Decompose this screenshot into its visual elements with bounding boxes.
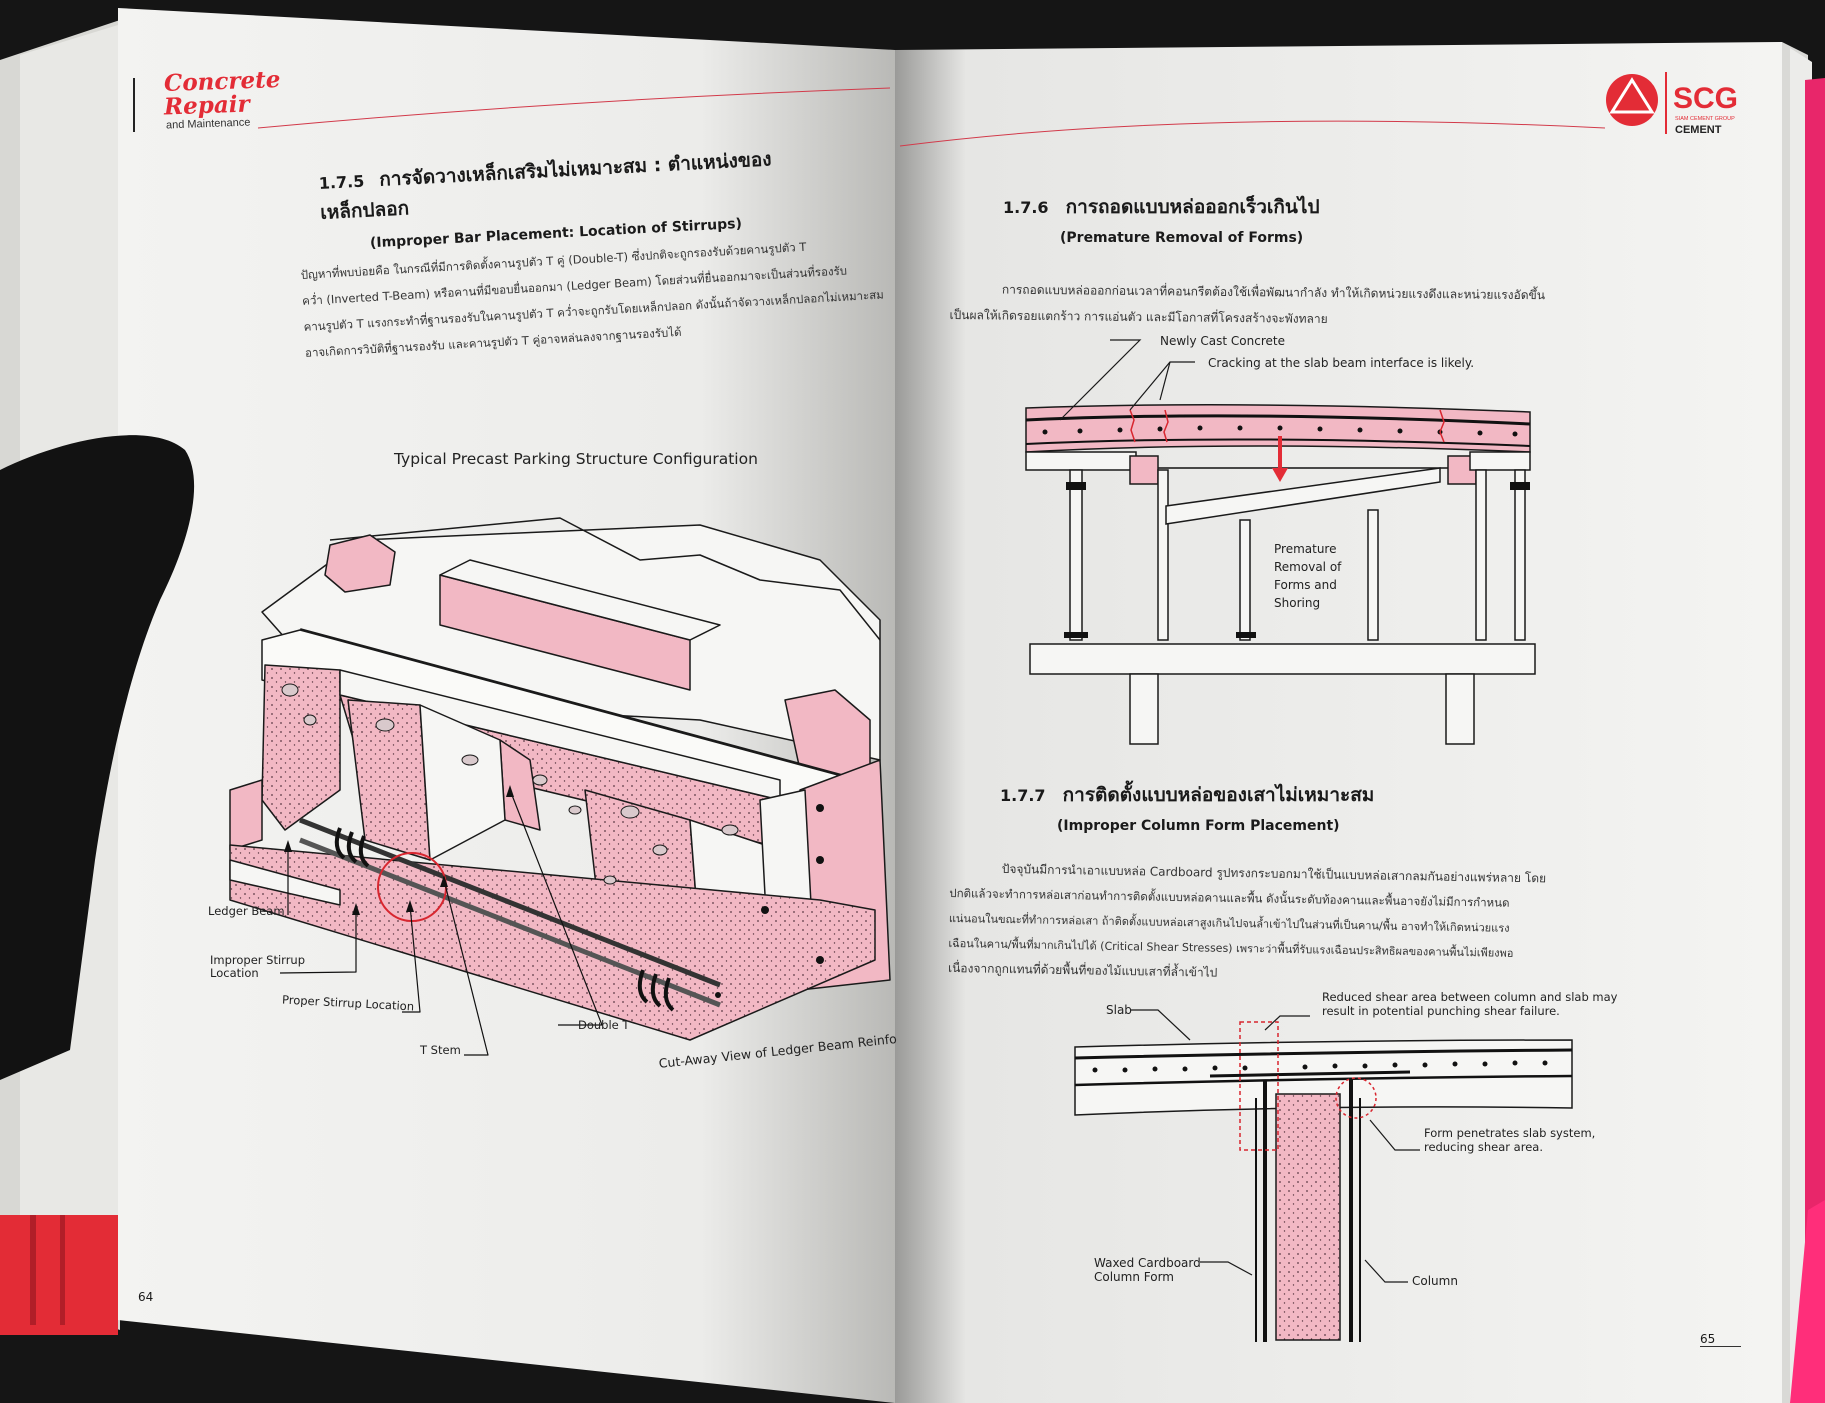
- label-line: Column Form: [1094, 1270, 1174, 1284]
- label-reduced-shear: Reduced shear area between column and sl…: [1322, 990, 1618, 1018]
- label-ledger-beam: Ledger Beam: [208, 904, 285, 918]
- figure-title: Typical Precast Parking Structure Config…: [394, 450, 758, 468]
- label-newly-cast: Newly Cast Concrete: [1160, 334, 1285, 348]
- label-column: Column: [1412, 1274, 1458, 1288]
- logo-group: SIAM CEMENT GROUP: [1675, 116, 1735, 122]
- section-number: 1.7.7: [1000, 786, 1046, 805]
- logo-cement: CEMENT: [1675, 124, 1722, 136]
- section-1-7-7-paragraph: ปัจจุบันมีการนำเอาแบบหล่อ Cardboard รูปท…: [948, 856, 1610, 992]
- label-premature-removal: Premature Removal of Forms and Shoring: [1274, 540, 1341, 612]
- label-line: reducing shear area.: [1424, 1140, 1543, 1154]
- section-1-7-7-heading: 1.7.7 การติดตั้งแบบหล่อของเสาไม่เหมาะสม …: [1000, 780, 1420, 834]
- section-title-th: การถอดแบบหล่อออกเร็วเกินไป: [1065, 196, 1320, 218]
- precast-structure-drawing: [229, 517, 891, 1056]
- label-line: Reduced shear area between column and sl…: [1322, 990, 1618, 1004]
- section-title-en: (Improper Column Form Placement): [1057, 818, 1340, 834]
- label-line: Removal of: [1274, 560, 1342, 574]
- label-slab: Slab: [1106, 1003, 1132, 1017]
- label-line: result in potential punching shear failu…: [1322, 1004, 1560, 1018]
- section-1-7-6-heading: 1.7.6 การถอดแบบหล่อออกเร็วเกินไป (Premat…: [1003, 192, 1403, 246]
- page-number-left: 64: [138, 1290, 154, 1304]
- label-line: Waxed Cardboard: [1094, 1256, 1201, 1270]
- right-page-edges: [1782, 42, 1825, 1403]
- finger: [0, 435, 195, 1080]
- section-number: 1.7.5: [318, 171, 365, 193]
- label-form-penetrates: Form penetrates slab system, reducing sh…: [1424, 1126, 1595, 1154]
- section-title-en: (Premature Removal of Forms): [1060, 230, 1304, 246]
- scg-logo-mark: [1606, 72, 1667, 134]
- section-title-th: การติดตั้งแบบหล่อของเสาไม่เหมาะสม: [1062, 784, 1375, 806]
- premature-removal-drawing: [1025, 339, 1536, 745]
- label-line: Forms and: [1274, 578, 1337, 592]
- section-1-7-6-paragraph: การถอดแบบหล่อออกก่อนเวลาที่คอนกรีตต้องใช…: [949, 276, 1610, 335]
- label-improper-stirrup-1: Improper Stirrup: [210, 953, 306, 967]
- label-double-t: Double T: [578, 1018, 630, 1032]
- label-line: Shoring: [1274, 596, 1321, 610]
- section-number: 1.7.6: [1003, 198, 1049, 217]
- logo-scg: SCG: [1673, 82, 1739, 115]
- label-line: Form penetrates slab system,: [1424, 1126, 1596, 1140]
- label-waxed-cardboard: Waxed Cardboard Column Form: [1094, 1256, 1201, 1284]
- page-number-right: 65: [1700, 1332, 1742, 1347]
- label-cracking: Cracking at the slab beam interface is l…: [1208, 356, 1475, 370]
- label-improper-stirrup-2: Location: [210, 966, 259, 980]
- label-t-stem: T Stem: [420, 1043, 461, 1057]
- label-line: Premature: [1274, 542, 1337, 556]
- column-form-drawing: [1074, 1009, 1573, 1342]
